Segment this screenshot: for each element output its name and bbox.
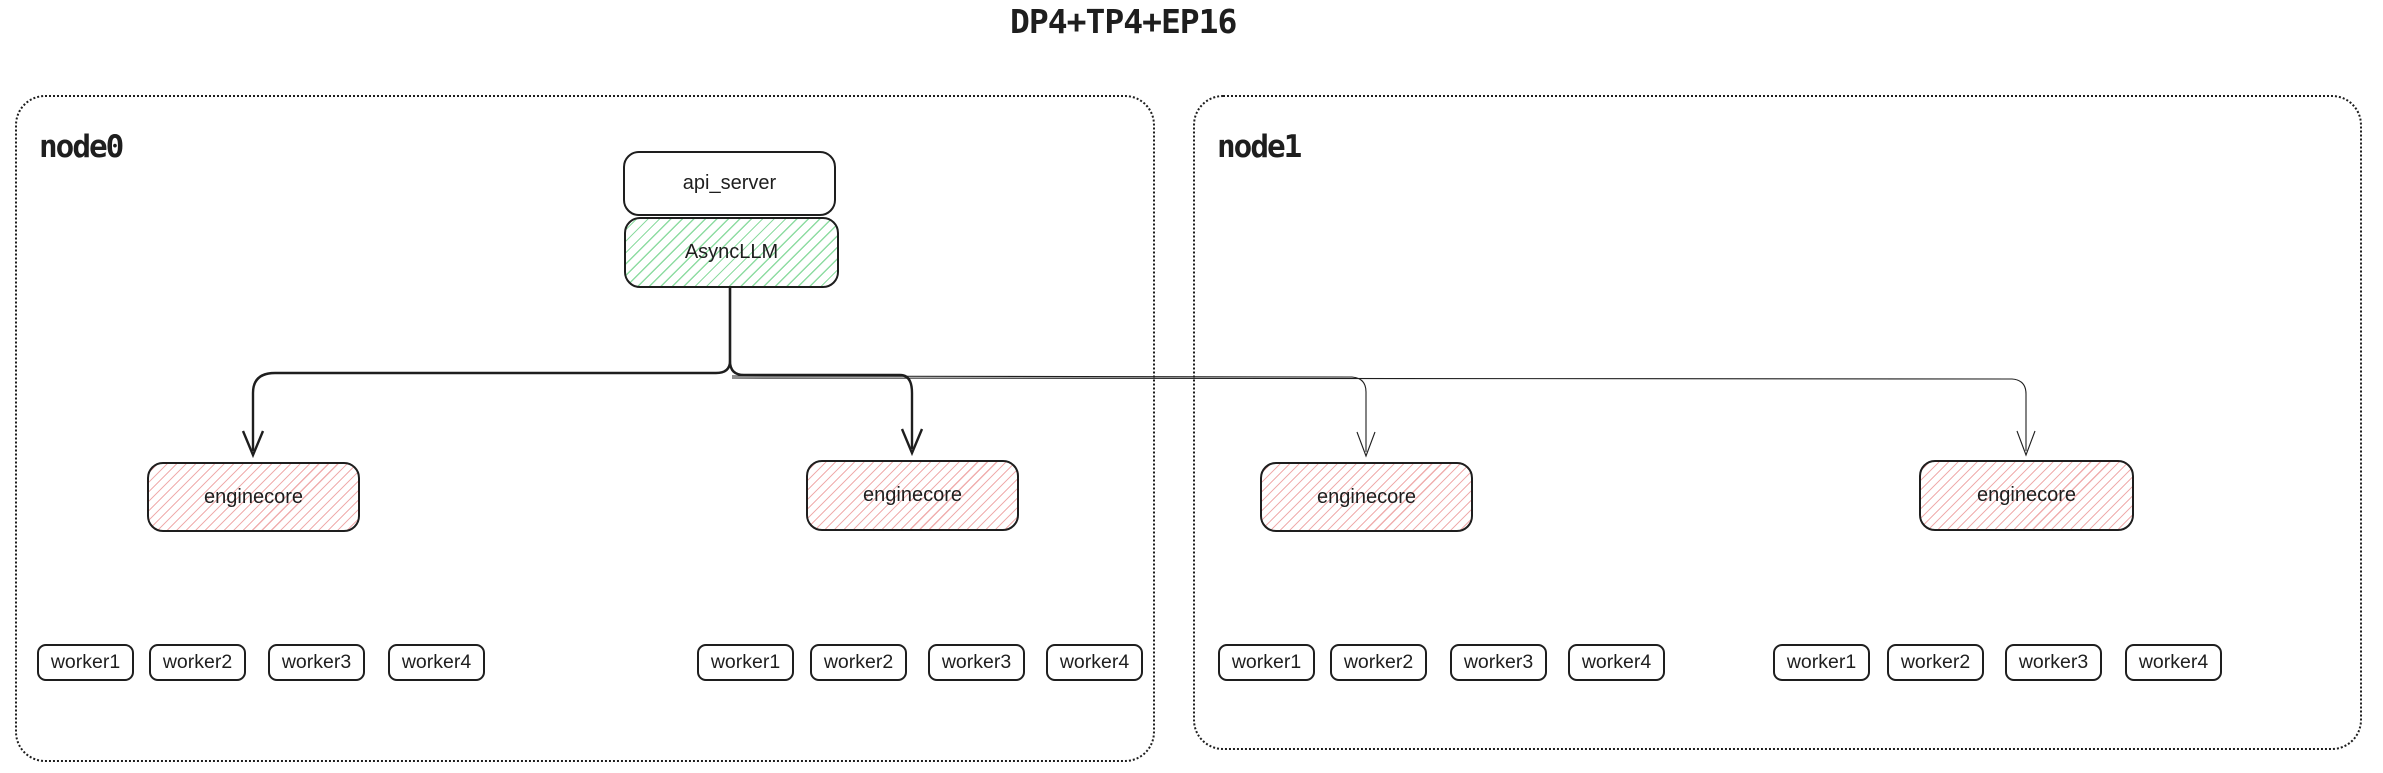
- worker-label: worker3: [2018, 651, 2089, 673]
- worker-label: worker1: [710, 651, 781, 673]
- worker-label: worker3: [941, 651, 1012, 673]
- node0-group2-worker3: worker3: [928, 644, 1025, 681]
- asyncllm-label: AsyncLLM: [684, 241, 779, 263]
- node0-group2-worker2: worker2: [810, 644, 907, 681]
- worker-label: worker2: [1343, 651, 1414, 673]
- node0-group2-worker1: worker1: [697, 644, 794, 681]
- node0-group1-worker3: worker3: [268, 644, 365, 681]
- node0-label: node0: [39, 129, 124, 165]
- enginecore-label: enginecore: [863, 484, 962, 506]
- api-server-box: api_server: [623, 151, 836, 216]
- node1-group1-worker1: worker1: [1218, 644, 1315, 681]
- node0-group1-worker1: worker1: [37, 644, 134, 681]
- node1-group1-worker3: worker3: [1450, 644, 1547, 681]
- asyncllm-box: AsyncLLM: [624, 217, 839, 288]
- node1-group1-worker2: worker2: [1330, 644, 1427, 681]
- node1-group2-worker1: worker1: [1773, 644, 1870, 681]
- diagram-title: DP4+TP4+EP16: [1010, 2, 1237, 41]
- worker-label: worker4: [1581, 651, 1652, 673]
- node0-group1-worker4: worker4: [388, 644, 485, 681]
- worker-label: worker4: [2138, 651, 2209, 673]
- worker-label: worker3: [281, 651, 352, 673]
- worker-label: worker1: [1231, 651, 1302, 673]
- node0-enginecore2-box: enginecore: [806, 460, 1019, 531]
- worker-label: worker1: [1786, 651, 1857, 673]
- node0-group1-worker2: worker2: [149, 644, 246, 681]
- node1-enginecore1-box: enginecore: [1260, 462, 1473, 532]
- enginecore-label: enginecore: [1977, 484, 2076, 506]
- node1-group2-worker3: worker3: [2005, 644, 2102, 681]
- worker-label: worker2: [162, 651, 233, 673]
- enginecore-label: enginecore: [204, 485, 303, 508]
- node1-enginecore2-box: enginecore: [1919, 460, 2134, 531]
- worker-label: worker2: [1900, 651, 1971, 673]
- node0-group2-worker4: worker4: [1046, 644, 1143, 681]
- worker-label: worker2: [823, 651, 894, 673]
- node0-enginecore1-box: enginecore: [147, 462, 360, 532]
- node1-label: node1: [1217, 129, 1302, 165]
- node1-group1-worker4: worker4: [1568, 644, 1665, 681]
- worker-label: worker3: [1463, 651, 1534, 673]
- worker-label: worker4: [1059, 651, 1130, 673]
- api-server-label: api_server: [682, 172, 777, 194]
- node1-group2-worker2: worker2: [1887, 644, 1984, 681]
- enginecore-label: enginecore: [1317, 485, 1416, 508]
- worker-label: worker4: [401, 651, 472, 673]
- node1-group2-worker4: worker4: [2125, 644, 2222, 681]
- worker-label: worker1: [50, 651, 121, 673]
